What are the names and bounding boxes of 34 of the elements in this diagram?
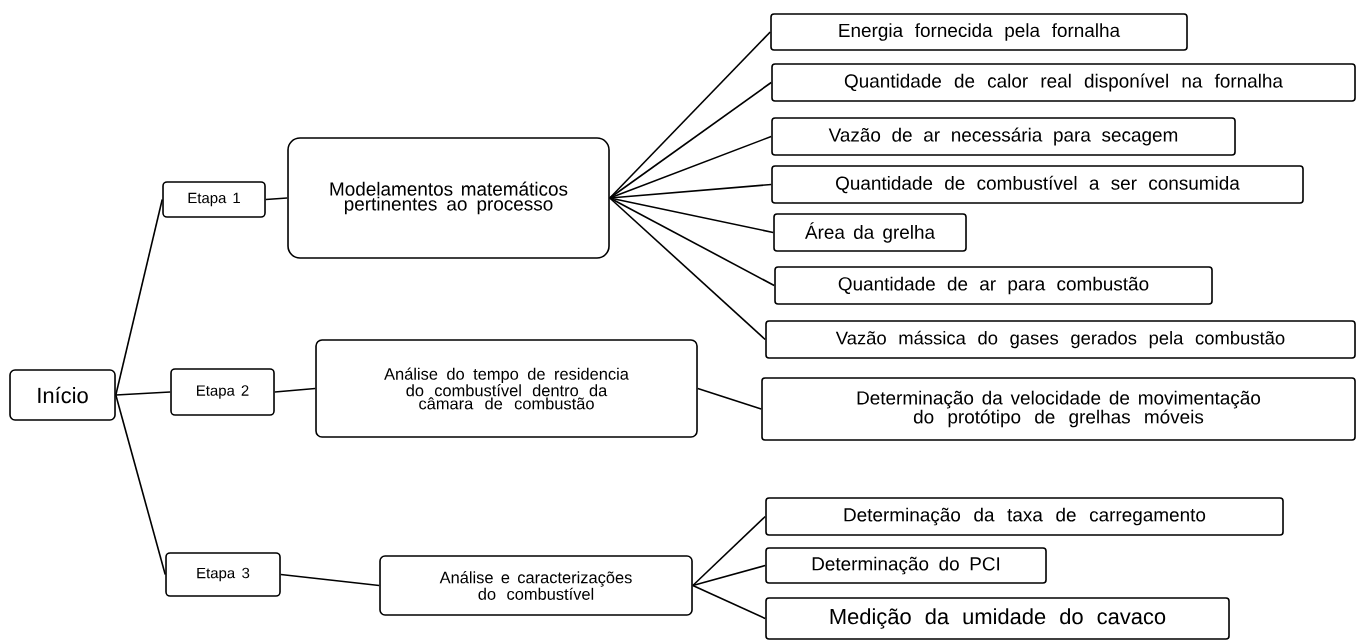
result-box: Medição da umidade do cavaco — [765, 597, 1230, 640]
connector-line — [609, 183, 772, 199]
result-box: Energia fornecida pela fornalha — [770, 13, 1188, 51]
connector-line — [274, 387, 316, 393]
connector-line — [265, 197, 288, 201]
stage-box: Etapa 3 — [165, 552, 281, 597]
connector-line — [609, 197, 775, 287]
connector-line — [692, 564, 766, 587]
result-box: Determinação da velocidade de movimentação do protótipo de grelhas móveis — [761, 377, 1356, 441]
stage-box: Etapa 1 — [162, 181, 266, 218]
result-box: Área da grelha — [773, 213, 967, 252]
connector-line — [609, 197, 766, 341]
connector-line — [697, 387, 762, 410]
process-box: Análise e caracterizações do combustível — [379, 555, 693, 616]
connector-line — [280, 573, 380, 587]
start-box: Início — [9, 369, 116, 421]
connector-line — [115, 394, 166, 576]
result-box: Determinação da taxa de carregamento — [765, 497, 1284, 536]
stage-box: Etapa 2 — [170, 368, 275, 416]
process-box: Análise do tempo de residencia do combustível dentro da câmara de combustão — [315, 339, 698, 438]
result-box: Quantidade de calor real disponível na fornalha — [771, 63, 1356, 102]
result-box: Vazão mássica do gases gerados pela combustão — [765, 320, 1356, 359]
connector-line — [609, 81, 772, 199]
connector-line — [609, 31, 771, 199]
process-box: Modelamentos matemáticos pertinentes ao processo — [287, 137, 610, 259]
connector-line — [115, 391, 171, 396]
connector-line — [692, 515, 766, 587]
result-box: Quantidade de ar para combustão — [774, 266, 1213, 305]
connector-line — [609, 197, 774, 234]
connector-line — [115, 198, 163, 396]
result-box: Quantidade de combustível a ser consumida — [771, 165, 1304, 204]
result-box: Determinação do PCI — [765, 547, 1047, 584]
connector-line — [692, 584, 766, 620]
result-box: Vazão de ar necessária para secagem — [771, 117, 1236, 156]
